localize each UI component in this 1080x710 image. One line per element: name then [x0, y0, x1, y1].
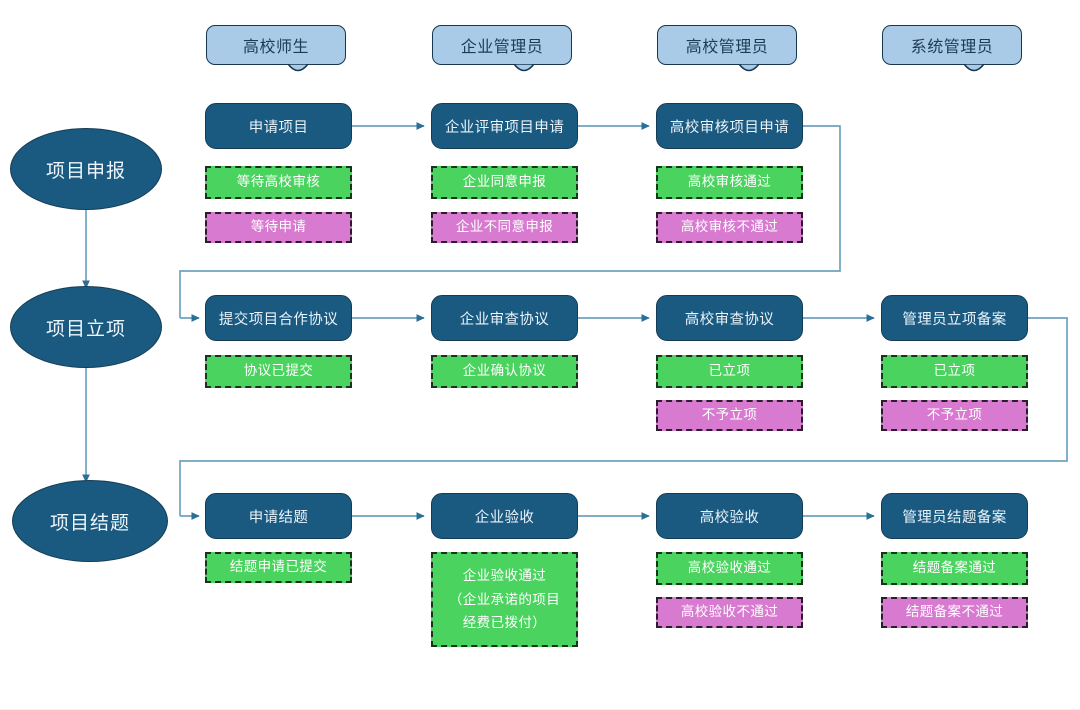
process-school-acceptance[interactable]: 高校验收 — [656, 493, 803, 539]
status-chip-school-audit-pass[interactable]: 高校审核通过 — [656, 166, 803, 199]
process-admin-record-closure[interactable]: 管理员结题备案 — [881, 493, 1028, 539]
status-chip-company-acceptance-pass[interactable]: 企业验收通过 （企业承诺的项目 经费已拨付） — [431, 552, 578, 647]
status-chip-approved-school[interactable]: 已立项 — [656, 355, 803, 388]
role-label: 企业管理员 — [460, 39, 544, 56]
status-label: 高校验收不通过 — [680, 604, 779, 620]
process-label: 企业审查协议 — [459, 311, 550, 328]
process-apply-closure[interactable]: 申请结题 — [205, 493, 352, 539]
stage-node-approve[interactable]: 项目立项 — [10, 286, 162, 368]
stage-label: 项目结题 — [49, 512, 130, 534]
status-label: 企业确认协议 — [462, 363, 547, 379]
role-label: 高校师生 — [242, 39, 309, 56]
process-school-check-agreement[interactable]: 高校审查协议 — [656, 295, 803, 341]
process-company-check-agreement[interactable]: 企业审查协议 — [431, 295, 578, 341]
status-label: 已立项 — [708, 363, 751, 379]
status-chip-approved-admin[interactable]: 已立项 — [881, 355, 1028, 388]
role-label: 高校管理员 — [685, 39, 769, 56]
status-chip-agreement-submitted[interactable]: 协议已提交 — [205, 355, 352, 388]
status-label: 企业同意申报 — [462, 174, 547, 190]
process-apply-project[interactable]: 申请项目 — [205, 103, 352, 149]
process-admin-record-approval[interactable]: 管理员立项备案 — [881, 295, 1028, 341]
status-chip-waiting-school-review[interactable]: 等待高校审核 — [205, 166, 352, 199]
process-label: 管理员结题备案 — [902, 509, 1007, 526]
role-banner-system[interactable]: 系统管理员 — [882, 25, 1022, 72]
status-label: 结题备案通过 — [912, 560, 997, 576]
stage-label: 项目立项 — [45, 318, 126, 340]
status-label: 企业不同意申报 — [455, 219, 554, 235]
status-chip-company-disagree[interactable]: 企业不同意申报 — [431, 212, 578, 243]
role-banner-school[interactable]: 高校管理员 — [657, 25, 797, 72]
status-label: 高校审核不通过 — [680, 219, 779, 235]
status-chip-not-approved-school[interactable]: 不予立项 — [656, 400, 803, 431]
status-label: 结题申请已提交 — [229, 559, 328, 575]
process-label: 高校验收 — [699, 509, 760, 526]
status-chip-not-approved-admin[interactable]: 不予立项 — [881, 400, 1028, 431]
status-chip-closure-record-fail[interactable]: 结题备案不通过 — [881, 597, 1028, 628]
status-chip-closure-record-pass[interactable]: 结题备案通过 — [881, 552, 1028, 585]
process-company-review-application[interactable]: 企业评审项目申请 — [431, 103, 578, 149]
process-label: 企业评审项目申请 — [444, 119, 565, 136]
role-label: 系统管理员 — [910, 39, 994, 56]
process-label: 管理员立项备案 — [902, 311, 1007, 328]
status-chip-school-audit-fail[interactable]: 高校审核不通过 — [656, 212, 803, 243]
status-chip-company-agree[interactable]: 企业同意申报 — [431, 166, 578, 199]
process-label: 企业验收 — [474, 509, 535, 526]
status-chip-school-acceptance-fail[interactable]: 高校验收不通过 — [656, 597, 803, 628]
status-chip-waiting-apply[interactable]: 等待申请 — [205, 212, 352, 243]
process-company-acceptance[interactable]: 企业验收 — [431, 493, 578, 539]
process-label: 申请项目 — [248, 119, 309, 136]
process-submit-agreement[interactable]: 提交项目合作协议 — [205, 295, 352, 341]
status-label: 高校验收通过 — [687, 560, 772, 576]
status-chip-company-confirm-agreement[interactable]: 企业确认协议 — [431, 355, 578, 388]
status-label: 结题备案不通过 — [905, 604, 1004, 620]
role-banner-company[interactable]: 企业管理员 — [432, 25, 572, 72]
status-label: 不予立项 — [926, 407, 983, 423]
status-label: 高校审核通过 — [687, 174, 772, 190]
process-label: 提交项目合作协议 — [218, 311, 339, 328]
status-label: 企业验收通过 （企业承诺的项目 经费已拨付） — [448, 568, 561, 631]
process-school-audit-application[interactable]: 高校审核项目申请 — [656, 103, 803, 149]
status-label: 不予立项 — [701, 407, 758, 423]
role-banner-teacher[interactable]: 高校师生 — [206, 25, 346, 72]
process-label: 高校审查协议 — [684, 311, 775, 328]
stage-label: 项目申报 — [45, 160, 126, 182]
status-chip-closure-submitted[interactable]: 结题申请已提交 — [205, 552, 352, 583]
status-chip-school-acceptance-pass[interactable]: 高校验收通过 — [656, 552, 803, 585]
process-label: 高校审核项目申请 — [669, 119, 790, 136]
stage-node-declare[interactable]: 项目申报 — [10, 128, 162, 210]
status-label: 已立项 — [933, 363, 976, 379]
status-label: 协议已提交 — [243, 363, 314, 379]
status-label: 等待申请 — [250, 219, 307, 235]
status-label: 等待高校审核 — [236, 174, 321, 190]
process-label: 申请结题 — [248, 509, 309, 526]
stage-node-close[interactable]: 项目结题 — [12, 480, 168, 562]
